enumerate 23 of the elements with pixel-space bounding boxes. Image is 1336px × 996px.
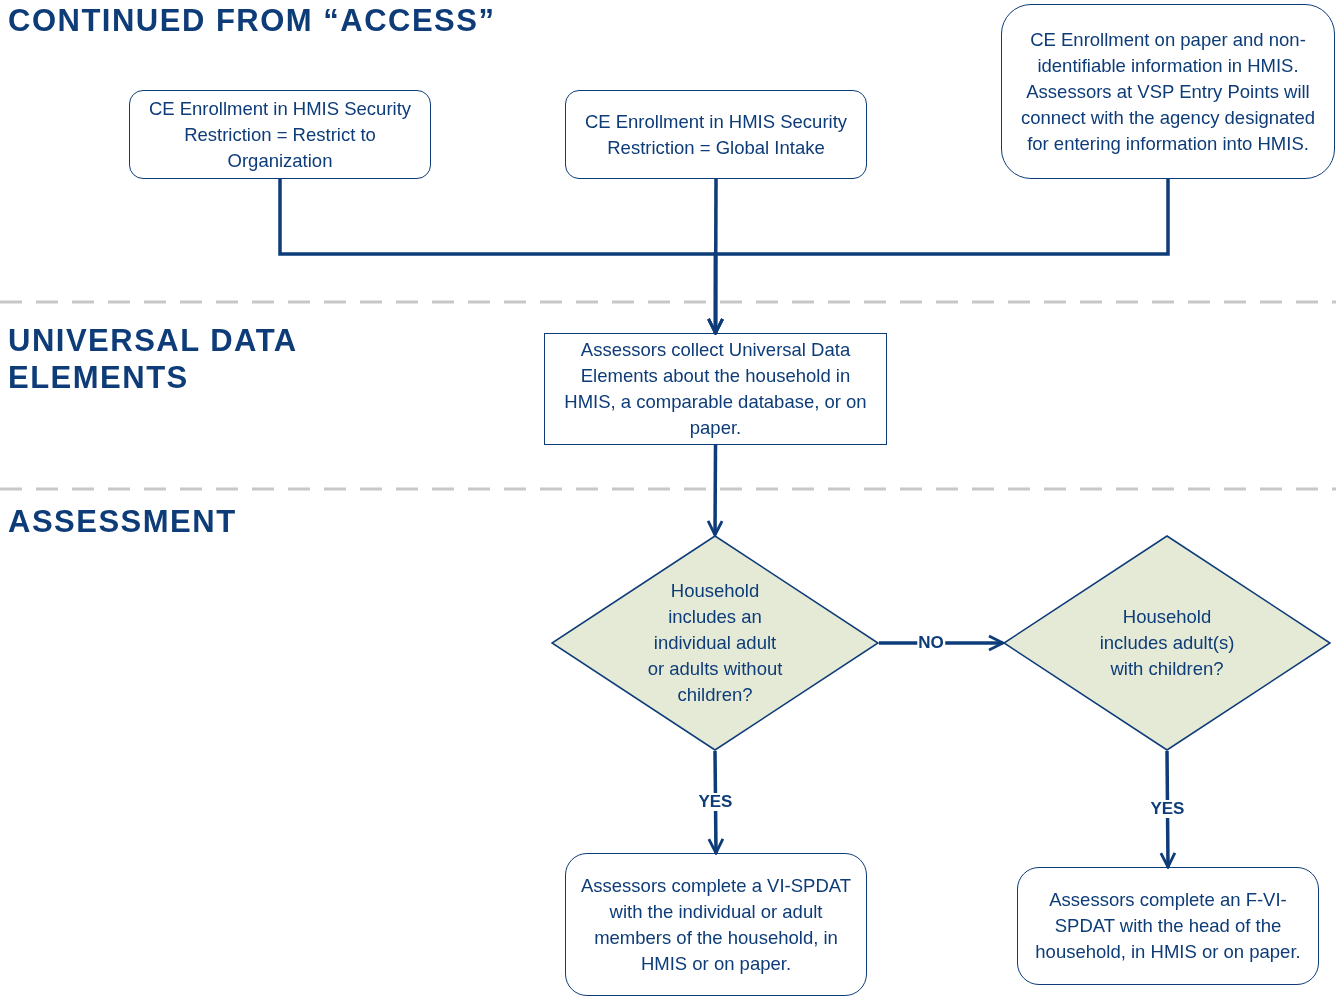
arrow <box>706 445 724 537</box>
arrow <box>1159 751 1177 869</box>
process-box <box>1001 4 1335 179</box>
edge-label: YES <box>1149 800 1186 818</box>
process-box <box>565 90 867 179</box>
section-heading: UNIVERSAL DATA ELEMENTS <box>8 322 298 396</box>
process-box <box>1017 867 1319 985</box>
process-box <box>129 90 431 179</box>
node-text: CE Enrollment on paper and non-identifiable information in HMIS. Assessors at VSP Entry Points will connect with the agency designated for entering information into HMIS. <box>1019 27 1317 156</box>
node-text: Assessors complete an F-VI-SPDAT with the head of the household, in HMIS or on paper. <box>1034 888 1302 964</box>
edge-label: YES <box>697 793 734 811</box>
process-box <box>565 853 867 996</box>
node-text: Household includes adult(s) with children? <box>1098 605 1236 681</box>
section-heading: CONTINUED FROM “ACCESS” <box>8 2 497 39</box>
node-text: Assessors complete a VI-SPDAT with the individual or adult members of the household, in HMIS or on paper. <box>580 873 852 976</box>
decision-diamond <box>1003 535 1331 751</box>
node-text: CE Enrollment in HMIS Security Restriction = Restrict to Organization <box>147 96 413 173</box>
node-text: Assessors collect Universal Data Elements about the household in HMIS, a comparable database, or on paper. <box>563 338 868 440</box>
section-heading: ASSESSMENT <box>8 503 238 540</box>
node-text: Household includes an individual adult or adults without children? <box>646 579 784 707</box>
process-box <box>544 333 887 445</box>
decision-diamond <box>551 535 879 751</box>
node-text: CE Enrollment in HMIS Security Restriction = Global Intake <box>583 109 849 160</box>
